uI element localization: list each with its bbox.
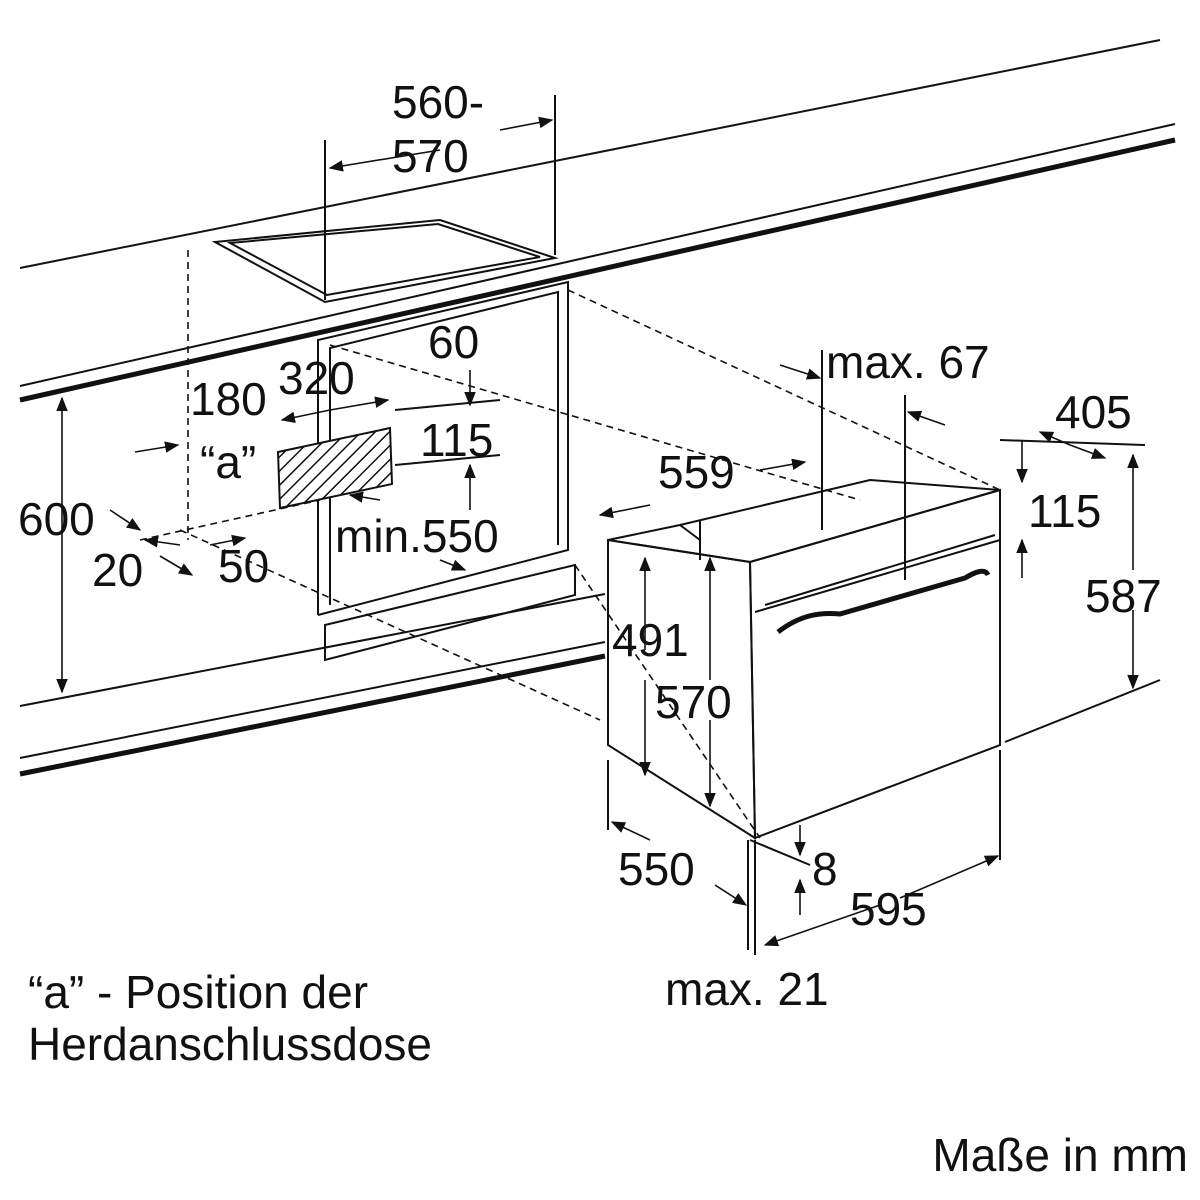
hob: [187, 218, 559, 540]
oven: [607, 478, 1001, 840]
label-20: 20: [92, 544, 143, 596]
label-hob-width-bottom: 570: [392, 130, 469, 182]
socket-hatch: [276, 426, 394, 510]
label-320: 320: [278, 352, 355, 404]
label-180: 180: [190, 373, 267, 425]
label-max-21: max. 21: [665, 963, 829, 1015]
dimension-lines: [56, 95, 1146, 955]
label-50: 50: [218, 540, 269, 592]
label-559: 559: [658, 446, 735, 498]
label-115-right: 115: [1028, 485, 1101, 537]
label-600: 600: [18, 493, 95, 545]
socket-area: [0, 0, 1, 1]
caption-line-1: “a” - Position der: [28, 966, 369, 1018]
label-587: 587: [1085, 570, 1162, 622]
countertop: [19, 39, 1176, 403]
label-socket-marker: “a”: [200, 436, 256, 488]
label-hob-width-top: 560-: [392, 76, 484, 128]
cabinet-front: [19, 593, 1161, 777]
label-8: 8: [812, 843, 838, 895]
label-491: 491: [612, 614, 689, 666]
label-550: 550: [618, 843, 695, 895]
label-570: 570: [655, 676, 732, 728]
label-max-67: max. 67: [826, 336, 990, 388]
label-60: 60: [428, 316, 479, 368]
label-115-left: 115: [420, 414, 493, 466]
label-595: 595: [850, 883, 927, 935]
label-405: 405: [1055, 386, 1132, 438]
caption-line-2: Herdanschlussdose: [28, 1018, 433, 1070]
units-note: Maße in mm: [932, 1129, 1188, 1181]
label-min-550: min.550: [335, 510, 499, 562]
